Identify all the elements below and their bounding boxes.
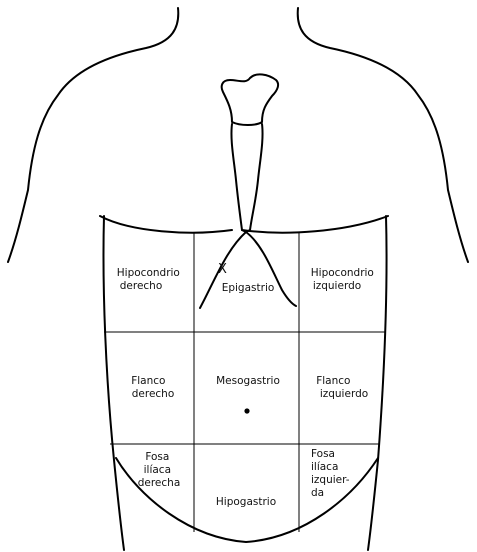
sternum-manubrium	[222, 74, 278, 125]
region-left-hypochondrium: Hipocondrio izquierdo	[311, 267, 377, 292]
region-right-flank: Flanco derecho	[131, 375, 174, 400]
umbilicus-dot	[244, 408, 249, 413]
region-left-iliac-fossa: Fosa ilíaca izquier- da	[311, 448, 353, 499]
costal-margin	[200, 232, 296, 308]
region-right-iliac-fossa: Fosa ilíaca derecha	[138, 451, 181, 489]
region-mesogastrium: Mesogastrio	[216, 375, 280, 387]
region-epigastrium: Epigastrio	[222, 282, 275, 294]
left-shoulder-arm-outline	[8, 8, 178, 262]
left-pectoral-line	[100, 216, 232, 233]
sternum-body-right	[250, 124, 263, 230]
sternum-body-left	[231, 124, 242, 230]
region-right-hypochondrium: Hipocondrio derecho	[117, 267, 183, 292]
pain-marker-x: X	[218, 262, 227, 277]
region-hypogastrium: Hipogastrio	[216, 496, 276, 508]
right-shoulder-arm-outline	[298, 8, 468, 262]
region-left-flank: Flanco izquierdo	[316, 375, 368, 400]
right-pectoral-line	[242, 216, 388, 233]
